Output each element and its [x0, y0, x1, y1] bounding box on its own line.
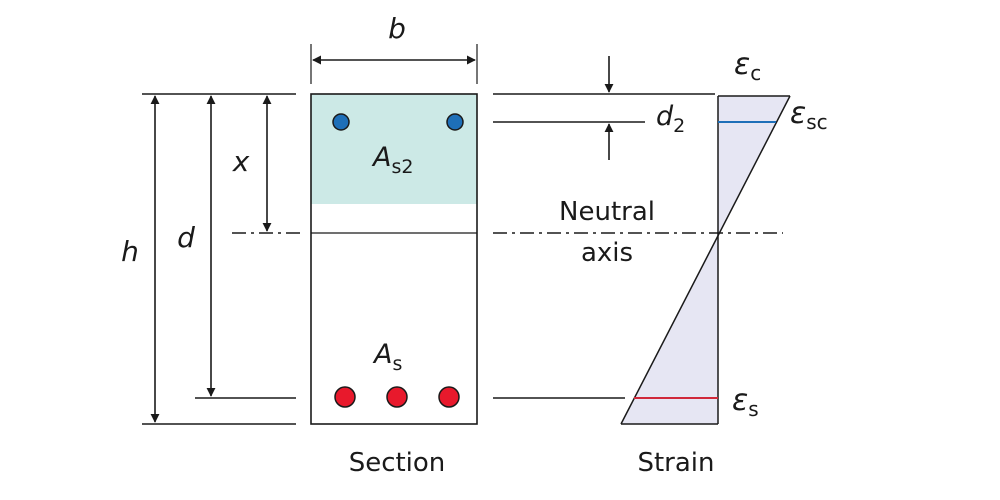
bottom-bar-left [334, 386, 356, 408]
strain-profile-line [620, 95, 791, 425]
strain-caption: Strain [637, 448, 714, 478]
bottom-bar-right [438, 386, 460, 408]
top-bar-right [446, 113, 464, 131]
bottom-bar-middle [386, 386, 408, 408]
section-group: b h d x As2 As Section [121, 12, 478, 478]
As-label: As [372, 339, 402, 375]
eps-sc-label: εsc [790, 96, 828, 134]
x-label: x [232, 145, 250, 178]
As2-label: As2 [371, 142, 413, 178]
section-outline [310, 93, 478, 425]
eps-c-label: εc [734, 47, 761, 85]
neutral-axis-label-line1: Neutral [559, 197, 655, 227]
top-bar-left [332, 113, 350, 131]
strain-group: d2 Neutral axis εc εsc εs Strain [493, 47, 828, 478]
h-label: h [121, 235, 139, 268]
d2-label: d2 [656, 101, 685, 137]
section-caption: Section [349, 448, 446, 478]
compression-zone [311, 94, 477, 204]
neutral-axis-label-line2: axis [581, 238, 633, 268]
b-label: b [388, 12, 406, 45]
d-label: d [177, 221, 195, 254]
eps-s-label: εs [732, 383, 759, 421]
